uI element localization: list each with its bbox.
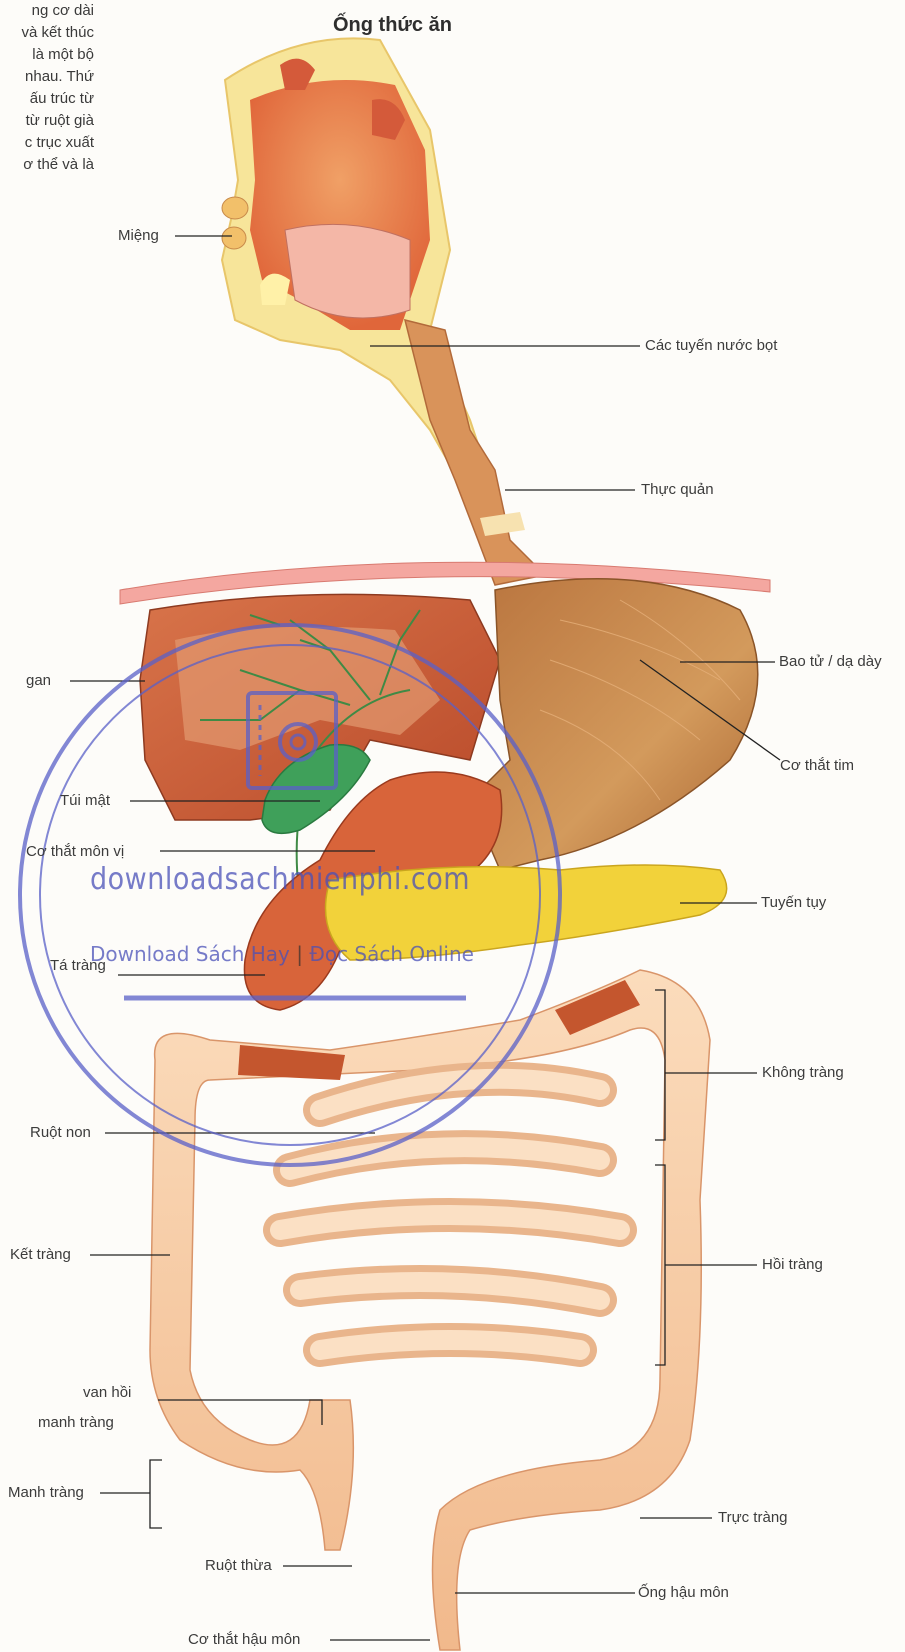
label-liver: gan bbox=[26, 672, 51, 690]
intro-line: và kết thúc bbox=[0, 22, 94, 44]
label-stomach: Bao tử / dạ dày bbox=[779, 653, 882, 671]
intro-line: từ ruột già bbox=[0, 110, 94, 132]
label-mouth: Miệng bbox=[118, 227, 159, 245]
stomach bbox=[470, 579, 758, 870]
intro-line: là một bộ bbox=[0, 44, 94, 66]
label-ileocecal-valve-1: van hồi bbox=[83, 1384, 131, 1402]
label-cecum: Manh tràng bbox=[8, 1484, 84, 1502]
label-esophagus: Thực quản bbox=[641, 481, 714, 499]
watermark-tagline-a: Download Sách Hay bbox=[90, 942, 290, 966]
esophagus bbox=[405, 320, 545, 585]
intro-line: ơ thể và là bbox=[0, 154, 94, 176]
label-gallbladder: Túi mật bbox=[60, 792, 110, 810]
intro-line: nhau. Thứ bbox=[0, 66, 94, 88]
intro-line: ng cơ dài bbox=[0, 0, 94, 22]
intro-line: c trục xuất bbox=[0, 132, 94, 154]
watermark-tagline: Download Sách Hay | Đọc Sách Online bbox=[90, 942, 474, 966]
label-ileocecal-valve-2: manh tràng bbox=[38, 1414, 114, 1432]
watermark-tagline-b: Đọc Sách Online bbox=[309, 942, 474, 966]
label-rectum: Trực tràng bbox=[718, 1509, 788, 1527]
label-appendix: Ruột thừa bbox=[205, 1557, 272, 1575]
label-pyloric-sphincter: Cơ thắt môn vị bbox=[26, 843, 124, 861]
label-colon: Kết tràng bbox=[10, 1246, 71, 1264]
intro-line: ấu trúc từ bbox=[0, 88, 94, 110]
label-salivary-glands: Các tuyến nước bọt bbox=[645, 337, 777, 355]
diagram-title: Ống thức ăn bbox=[333, 14, 452, 37]
label-ileum: Hồi tràng bbox=[762, 1256, 823, 1274]
intro-text: ng cơ dài và kết thúc là một bộ nhau. Th… bbox=[0, 0, 94, 176]
label-anal-sphincter: Cơ thắt hậu môn bbox=[188, 1631, 300, 1649]
label-pancreas: Tuyến tụy bbox=[761, 894, 826, 912]
label-anal-canal: Ống hậu môn bbox=[638, 1584, 729, 1602]
label-cardiac-sphincter: Cơ thắt tim bbox=[780, 757, 854, 775]
watermark-tagline-sep: | bbox=[290, 942, 309, 966]
watermark-url: downloadsachmienphi.com bbox=[90, 862, 470, 897]
label-small-intestine: Ruột non bbox=[30, 1124, 91, 1142]
label-jejunum: Không tràng bbox=[762, 1064, 844, 1082]
